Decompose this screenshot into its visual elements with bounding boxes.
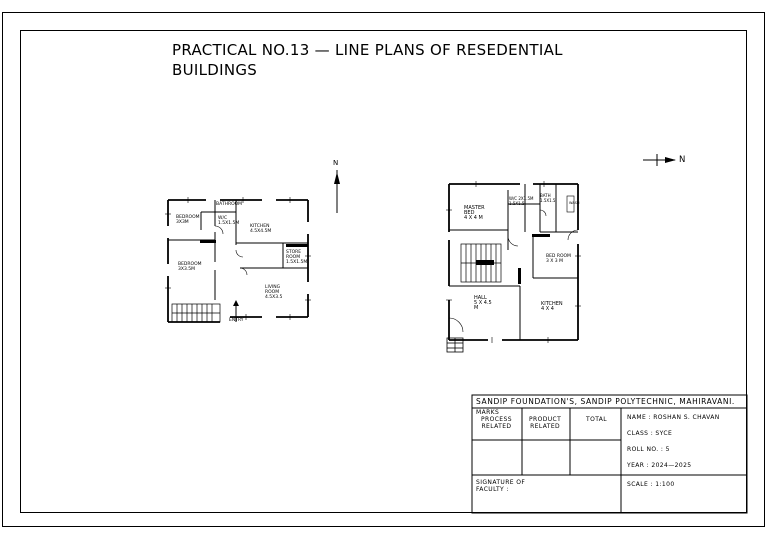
- north-arrow-left: [334, 170, 340, 213]
- academic-year: YEAR : 2024—2025: [627, 462, 692, 469]
- room-label-master-bed: MASTER BED 4 X 4 M: [464, 205, 485, 221]
- process-related-header: PROCESS RELATED: [481, 416, 512, 430]
- roll-number: ROLL NO. : 5: [627, 446, 670, 453]
- room-label-bathroom: BATHROOM: [216, 202, 243, 207]
- room-label-kitchen: KITCHEN 4.5X4.5M: [250, 224, 272, 234]
- drawing-title: PRACTICAL NO.13 — LINE PLANS OF RESEDENT…: [172, 40, 563, 80]
- room-label-wash: WASH: [569, 201, 580, 205]
- student-class: CLASS : SYCE: [627, 430, 673, 437]
- student-name: NAME : ROSHAN S. CHAVAN: [627, 414, 720, 421]
- faculty-signature-label: SIGNATURE OF FACULTY :: [476, 479, 526, 493]
- room-label-bath: BATH 1.5X1.5: [540, 193, 556, 203]
- room-label-bedroom-2: BEDROOM 3X3.5M: [178, 262, 202, 272]
- room-label-bedroom-1: BEDROOM 3X3M: [176, 215, 200, 225]
- institute-name: SANDIP FOUNDATION'S, SANDIP POLYTECHNIC,…: [476, 397, 735, 406]
- label-entry: ENTRY: [229, 318, 244, 323]
- room-label-bedroom-right: BED ROOM 3 X 3 M: [546, 254, 571, 264]
- sheet-outer-border: [2, 12, 765, 527]
- product-related-header: PRODUCT RELATED: [529, 416, 562, 430]
- room-label-wc: W/C 1.5X1.5M: [218, 216, 240, 226]
- right-floor-plan: [446, 181, 581, 353]
- north-label-left: N: [333, 159, 339, 167]
- total-header: TOTAL: [586, 416, 608, 423]
- room-label-kitchen-right: KITCHEN 4 X 4: [541, 301, 563, 312]
- room-label-store: STORE ROOM 1.5X1.5M: [286, 250, 308, 265]
- title-line-1: PRACTICAL NO.13 — LINE PLANS OF RESEDENT…: [172, 41, 563, 59]
- north-arrow-right: [643, 154, 676, 166]
- left-floor-plan: [165, 197, 311, 323]
- room-label-wc-right: W/C 2X1.5M 1.5X1.5: [509, 196, 534, 206]
- sheet-inner-border: [20, 30, 747, 513]
- title-line-2: BUILDINGS: [172, 61, 258, 79]
- room-label-hall: HALL 5 X 4.5 M: [474, 295, 492, 311]
- marks-heading: MARKS: [476, 409, 500, 416]
- north-label-right: N: [679, 155, 686, 165]
- title-block-grid: [471, 394, 748, 514]
- room-label-living: LIVING ROOM 4.5X3.5: [265, 285, 283, 300]
- drawing-scale: SCALE : 1:100: [627, 481, 675, 488]
